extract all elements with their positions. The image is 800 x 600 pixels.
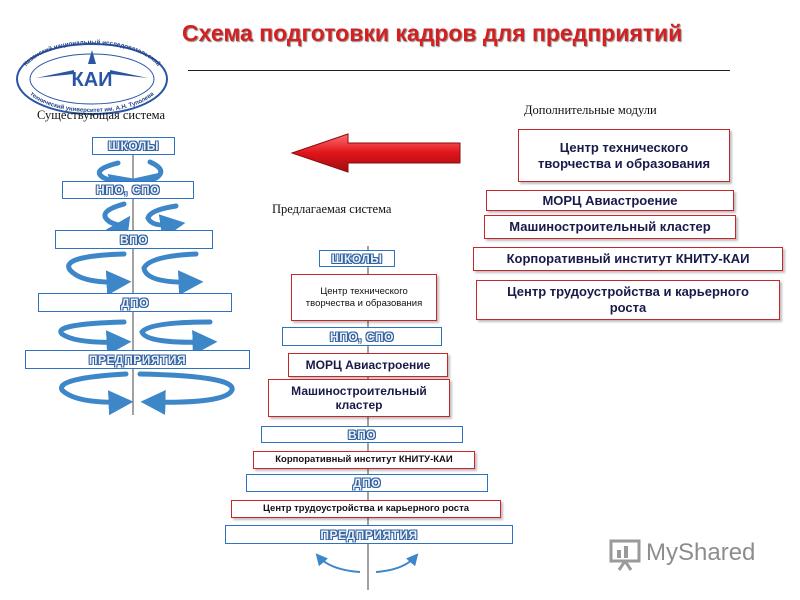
proposed-step-schools: ШКОЛЫ [319,250,395,267]
watermark-text: MyShared [646,539,756,566]
proposed-step-morc: МОРЦ Авиастроение [288,353,448,377]
cycle-arrow-2b [145,203,186,240]
module-employment-center: Центр трудоустройства и карьерного роста [476,280,780,320]
modules-caption: Дополнительные модули [524,103,657,117]
proposed-cycle-arrow-left [315,553,361,573]
proposed-step-enterprises: ПРЕДПРИЯТИЯ [225,525,513,544]
proposed-step-npo-spo: НПО, СПО [282,327,442,346]
cycle-arrow-2a [102,201,131,244]
proposed-step-tech-center: Центр технического творчества и образова… [291,274,437,321]
cycle-arrow-3b [141,251,204,296]
proposed-system-caption: Предлагаемая система [272,202,392,216]
logo-text: КАИ [71,69,112,91]
module-tech-creativity-center: Центр технического творчества и образова… [518,129,730,182]
existing-level-enterprises: ПРЕДПРИЯТИЯ [25,350,250,369]
logo-left-wing [36,70,74,78]
module-morc-aviation: МОРЦ Авиастроение [486,190,734,211]
module-machine-cluster: Машиностроительный кластер [484,215,736,239]
proposed-step-employment-center: Центр трудоустройства и карьерного роста [231,500,501,518]
proposed-step-vpo: ВПО [261,426,463,443]
proposed-step-corporate-institute: Корпоративный институт КНИТУ-КАИ [253,451,475,469]
title-underline [188,70,730,71]
existing-level-vpo: ВПО [55,230,213,249]
cycle-arrow-5b [137,371,235,415]
existing-level-dpo: ДПО [38,293,232,312]
proposed-step-dpo: ДПО [246,474,488,492]
cycle-arrow-4b [139,319,218,356]
cycle-arrow-1a [96,160,136,198]
presentation-icon [609,539,641,571]
existing-level-schools: ШКОЛЫ [92,137,175,155]
proposed-cycle-arrow-right [375,553,419,573]
cycle-arrow-4a [58,319,132,356]
existing-level-npo-spo: НПО, СПО [62,181,194,199]
proposed-step-machine-cluster: Машиностроительный кластер [268,379,450,417]
kai-logo: Казанский национальный исследовательский… [16,39,168,115]
cycle-arrow-5a [59,371,134,416]
logo-tail [88,50,96,64]
existing-system-caption: Существующая система [37,108,166,122]
logo-right-wing [110,70,148,78]
page-title: Схема подготовки кадров для предприятий [182,20,683,46]
module-corporate-institute: Корпоративный институт КНИТУ-КАИ [473,247,783,271]
cycle-arrow-3a [66,251,132,296]
cycle-arrow-1b [130,159,164,198]
red-left-arrow-icon [290,133,461,173]
